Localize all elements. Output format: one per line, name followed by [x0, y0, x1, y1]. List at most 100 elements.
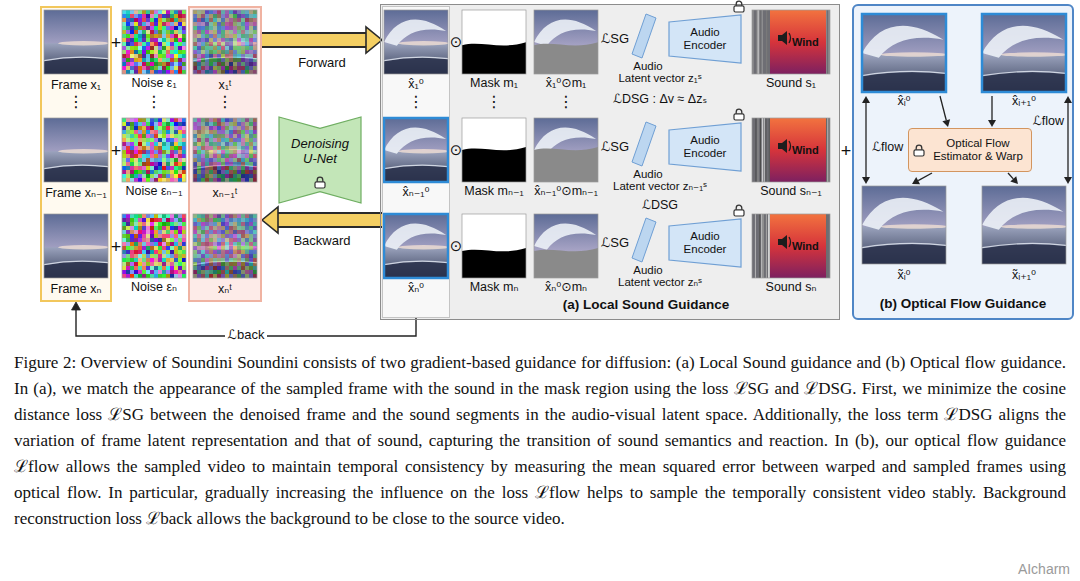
flow-arrow: [991, 96, 992, 120]
loss-label: ℒDSG: [642, 198, 678, 212]
image-border: [462, 214, 526, 278]
sea-frame: [44, 214, 108, 278]
arrow-head: [1064, 177, 1072, 184]
denoised-frame-label: x̂ₙ₋₁⁰: [383, 185, 449, 199]
frame-label: x̃ᵢ₊₁⁰: [1012, 268, 1036, 282]
latent-label: Audio: [633, 264, 662, 277]
encoder-shape: [669, 123, 741, 171]
sea-frame: [384, 214, 448, 278]
panel-title: (a) Local Sound Guidance: [451, 297, 841, 313]
masked-frame-label: x̂ₙ⁰⊙mₙ: [545, 280, 587, 294]
mask-label: Mask mₙ₋₁: [464, 184, 524, 198]
local-sound-guidance-panel: x̂₁⁰x̂ₙ₋₁⁰x̂ₙ⁰Audio EncoderAudio Encoder…: [380, 4, 840, 320]
noise-label: Noise εₙ₋₁: [126, 184, 183, 198]
image-border: [122, 10, 186, 74]
plus-sign: +: [111, 33, 122, 54]
loss-label: ℒSG: [601, 32, 629, 47]
noise-pixels: [122, 10, 186, 74]
arrow-head: [1064, 96, 1072, 103]
sound-waves: [789, 141, 791, 151]
mask-image: [462, 214, 526, 278]
sound-class: Wind: [792, 144, 819, 157]
frame-label: Frame xₙ₋₁: [42, 186, 110, 200]
unet-block: Denoising U-Net: [278, 116, 362, 204]
latent-label: Latent vector zₙˢ: [618, 276, 702, 289]
denoised-frames-column: x̂₁⁰ x̂ₙ₋₁⁰ x̂ₙ⁰: [382, 6, 450, 318]
sea-frame: [44, 118, 108, 182]
noised-frame-label: x₁ᵗ: [190, 78, 260, 92]
edge-label: ℒback: [225, 328, 268, 343]
denoised-frame-label: x̂ₙ⁰: [383, 281, 449, 295]
sea-frame: [862, 186, 946, 264]
speaker-icon: [778, 235, 787, 249]
highlight-border: [384, 118, 448, 182]
image-border: [462, 10, 526, 74]
connector-group: [262, 207, 382, 233]
arrow-head: [862, 177, 870, 184]
ellipsis: ⋮: [486, 93, 502, 111]
lock-icon: [914, 145, 924, 156]
highlight-border: [384, 214, 448, 278]
loss-label: ℒflow: [1033, 114, 1064, 128]
sea-frame: [44, 10, 108, 74]
image-border: [534, 214, 598, 278]
flow-loss-arrows: [862, 96, 1072, 184]
arrow-head: [72, 302, 81, 310]
noise-pixels: [193, 214, 257, 278]
spectrogram: [752, 214, 830, 278]
figure-caption: Figure 2: Overview of Soundini Soundini …: [14, 350, 1066, 532]
highlight-border: [982, 14, 1066, 92]
speaker-icon: [778, 31, 787, 45]
arrow-outline: [262, 32, 367, 48]
product-symbol: ⊙: [450, 33, 463, 50]
latent-vector: [632, 14, 656, 58]
process-arrow: [262, 34, 367, 46]
latent-label: Latent vector z₁ˢ: [618, 72, 701, 85]
arrow-head: [942, 119, 950, 127]
panel-grounds: [40, 4, 1074, 320]
denoised-frame-label: x̂₁⁰: [383, 77, 449, 91]
sea-frame: [982, 186, 1066, 264]
noise-pixels: [193, 10, 257, 74]
frame-label: x̃ᵢ⁰: [897, 268, 910, 282]
ellipsis: ⋮: [68, 93, 84, 111]
sea-frame: [862, 14, 946, 92]
mask-label: Mask m₁: [470, 76, 518, 90]
block-label: Audio Encoder: [676, 134, 734, 160]
latent-vector: [632, 122, 656, 166]
watermark: AIcharm: [1018, 561, 1070, 577]
masked-frame-label: x̂₁⁰⊙m₁: [546, 76, 587, 90]
product-symbol: ⊙: [450, 141, 463, 158]
sound-label: Sound s₁: [766, 76, 816, 90]
flow-loss-arrow: [1067, 103, 1068, 177]
flow-estimator-box: Optical Flow Estimator & Warp: [908, 128, 1032, 172]
flow-arrow: [918, 173, 932, 181]
sound-label: Sound sₙ: [766, 280, 817, 294]
noised-frames-panel: x₁ᵗxₙ₋₁ᵗxₙᵗ: [188, 6, 262, 302]
arrow-head: [262, 207, 278, 233]
image-border: [752, 10, 830, 74]
panel-title: (b) Optical Flow Guidance: [854, 296, 1072, 312]
frame-label: x̂ᵢ⁰: [897, 94, 910, 108]
sound-waves: [789, 33, 791, 43]
sound-class: Wind: [792, 36, 819, 49]
image-border: [44, 10, 108, 74]
image-border: [193, 10, 257, 74]
masked-frame: [534, 214, 598, 278]
product-symbol: ⊙: [450, 237, 463, 254]
noise-pixels: [122, 118, 186, 182]
latent-label: Latent vector zₙ₋₁ˢ: [613, 180, 707, 193]
ellipsis: ⋮: [146, 93, 162, 111]
plus-sign: +: [841, 141, 852, 162]
unet-shape: [279, 117, 361, 203]
process-arrow: [277, 214, 382, 226]
sea-frame: [384, 118, 448, 182]
image-border: [462, 118, 526, 182]
loss-label: ℒSG: [601, 140, 629, 155]
noise-pixels: [122, 214, 186, 278]
frame-label: Frame x₁: [42, 78, 110, 92]
sound-class: Wind: [792, 240, 819, 253]
frames-panel: Frame x₁Frame xₙ₋₁Frame xₙ: [40, 6, 112, 302]
mask-label: Mask mₙ: [470, 280, 519, 294]
image-border: [122, 118, 186, 182]
